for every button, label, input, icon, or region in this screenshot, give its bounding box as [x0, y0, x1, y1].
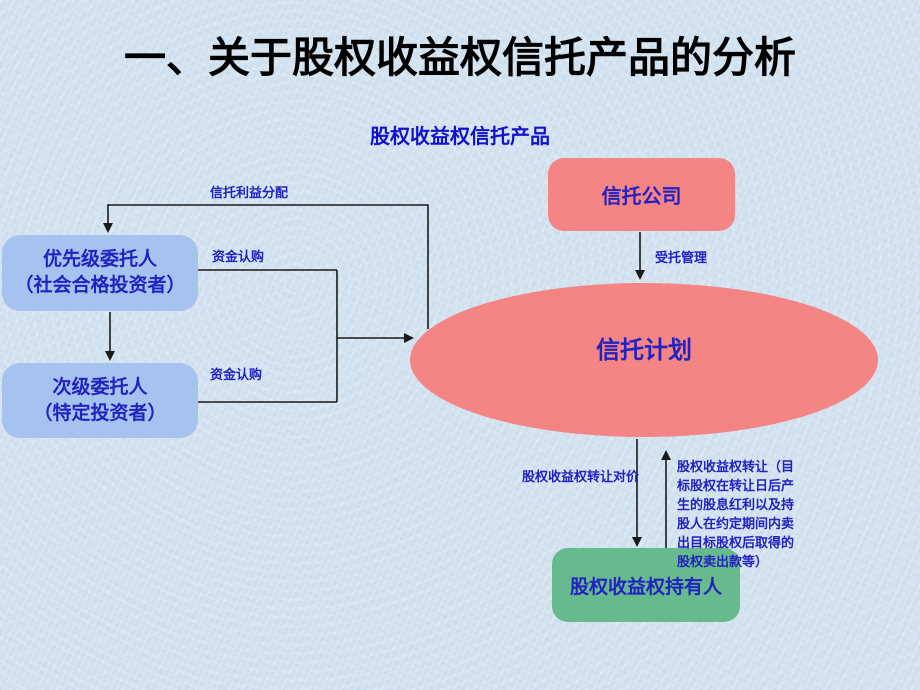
node-priority-trustor: 优先级委托人 （社会合格投资者）: [2, 235, 198, 311]
slide-title: 一、关于股权收益权信托产品的分析: [123, 34, 796, 81]
label-entrusted-management: 受托管理: [655, 250, 708, 265]
node-subordinate-trustor-line1: 次级委托人: [52, 376, 148, 398]
arrowhead-transfer-consideration: [632, 537, 642, 547]
node-trust-company-label: 信托公司: [601, 186, 682, 208]
node-trust-plan-label: 信托计划: [596, 336, 692, 364]
label-fund-subscription-upper: 资金认购: [212, 249, 265, 264]
node-equity-income-right-holder: 股权收益权持有人: [552, 548, 740, 622]
label-trust-benefit-distribution: 信托利益分配: [210, 185, 289, 200]
node-trust-plan: 信托计划: [410, 283, 878, 437]
node-subordinate-trustor-line2: （特定投资者）: [33, 402, 167, 424]
label-fund-subscription-lower: 资金认购: [210, 367, 263, 382]
arrowhead-fund-subscription: [404, 333, 414, 343]
arrowhead-entrusted-management: [635, 270, 645, 280]
label-equity-transfer-note: 股权收益权转让（目标股权在转让日后产生的股息红利以及持股人在约定期间内卖出目标股…: [677, 459, 795, 569]
node-subordinate-trustor: 次级委托人 （特定投资者）: [2, 363, 198, 438]
arrowhead-equity-transfer: [661, 450, 671, 460]
node-equity-income-right-holder-label: 股权收益权持有人: [569, 576, 722, 598]
arrowhead-priority-to-subordinate: [105, 351, 115, 361]
node-trust-company: 信托公司: [548, 158, 735, 231]
diagram-title: 股权收益权信托产品: [370, 126, 550, 148]
label-transfer-consideration: 股权收益权转让对价: [522, 469, 640, 484]
node-priority-trustor-line2: （社会合格投资者）: [14, 275, 186, 296]
arrowhead-trust-benefit-distribution: [103, 223, 113, 233]
node-priority-trustor-line1: 优先级委托人: [42, 249, 157, 271]
